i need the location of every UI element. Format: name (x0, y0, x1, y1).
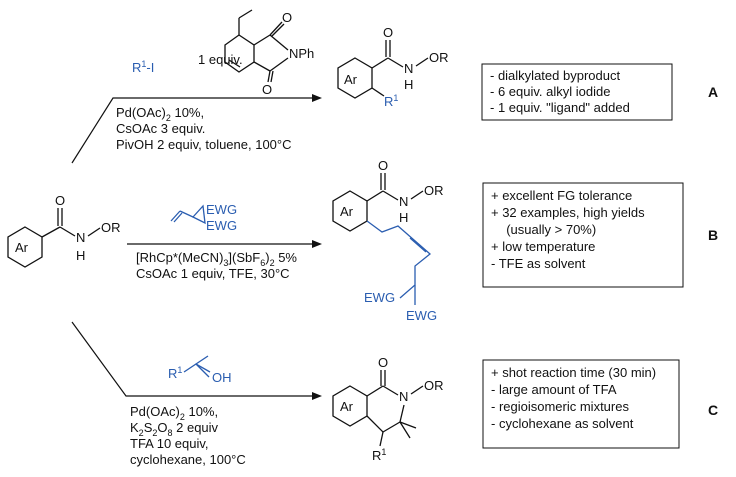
route-c-note-4: - cyclohexane as solvent (491, 416, 634, 431)
route-a-note-1: - dialkylated byproduct (490, 68, 620, 83)
route-a-cond-2: CsOAc 3 equiv. (116, 121, 205, 136)
route-c-cond-1: Pd(OAc)2 10%, (130, 404, 218, 422)
route-b-note-2: + 32 examples, high yields (491, 205, 645, 220)
route-c-cond-4: cyclohexane, 100°C (130, 452, 246, 467)
start-n-label: N (76, 230, 85, 245)
route-a-note-2: - 6 equiv. alkyl iodide (490, 84, 610, 99)
route-c-arrow (71, 321, 318, 397)
product-b-ewg-1: EWG (364, 290, 395, 305)
alcohol-oh: OH (212, 370, 232, 385)
start-o-label: O (55, 193, 65, 208)
product-a: Ar O N H OR R1 (337, 25, 449, 109)
route-a-label: A (708, 84, 718, 100)
route-a-arrow (71, 97, 318, 164)
route-b: EWG EWG [RhCp*(MeCN)3](SbF6)2 5% CsOAc 1… (127, 158, 718, 323)
product-c-or: OR (424, 378, 444, 393)
route-a-notes-box (481, 63, 673, 121)
route-c: R1 OH Pd(OAc)2 10%, K2S2O8 2 equiv TFA 1… (71, 321, 718, 467)
route-b-note-4: + low temperature (491, 239, 595, 254)
route-a-cond-1: Pd(OAc)2 10%, (116, 105, 204, 123)
route-c-notes-box (482, 359, 680, 449)
route-a-cond-3: PivOH 2 equiv, toluene, 100°C (116, 137, 292, 152)
vcp-ewg-2: EWG (206, 218, 237, 233)
route-b-notes-box (482, 182, 684, 288)
norbornene-imide: O NPh O 1 equiv. (198, 9, 314, 97)
product-b: Ar O N H OR EWG EWG (332, 158, 444, 323)
product-c-ar: Ar (340, 399, 354, 414)
route-b-note-3: (usually > 70%) (499, 222, 596, 237)
product-a-ar: Ar (344, 72, 358, 87)
product-b-or: OR (424, 183, 444, 198)
product-b-o: O (378, 158, 388, 173)
start-ar-label: Ar (15, 240, 29, 255)
product-a-r1: R1 (384, 93, 398, 109)
route-a-reagent: R1-I (132, 59, 154, 75)
imide-nph: NPh (289, 46, 314, 61)
route-c-note-1: + shot reaction time (30 min) (491, 365, 656, 380)
product-b-n: N (399, 194, 408, 209)
route-c-note-3: - regioisomeric mixtures (491, 399, 629, 414)
route-b-label: B (708, 227, 718, 243)
product-b-ar: Ar (340, 204, 354, 219)
alcohol-r1: R1 (168, 365, 182, 381)
starting-material: Ar O N H OR (7, 193, 121, 268)
route-b-cond-2: CsOAc 1 equiv, TFE, 30°C (136, 266, 290, 281)
product-a-h: H (404, 77, 413, 92)
route-a: O NPh O 1 equiv. R1-I Pd(OAc)2 10%, CsOA… (71, 9, 718, 164)
product-a-o: O (383, 25, 393, 40)
start-h-label: H (76, 248, 85, 263)
route-c-label: C (708, 402, 718, 418)
product-c-n: N (399, 389, 408, 404)
route-b-note-5: - TFE as solvent (491, 256, 586, 271)
vcp-ewg-1: EWG (206, 202, 237, 217)
product-b-ewg-2: EWG (406, 308, 437, 323)
route-a-note-3: - 1 equiv. "ligand" added (490, 100, 630, 115)
route-c-note-2: - large amount of TFA (491, 382, 617, 397)
product-c-r1: R1 (372, 447, 386, 463)
vinylcyclopropane: EWG EWG (170, 202, 237, 233)
route-c-cond-3: TFA 10 equiv, (130, 436, 209, 451)
route-c-cond-2: K2S2O8 2 equiv (130, 420, 219, 438)
norbornene-equiv: 1 equiv. (198, 52, 243, 67)
product-a-or: OR (429, 50, 449, 65)
product-c: Ar O N OR R1 (332, 355, 444, 463)
product-a-n: N (404, 61, 413, 76)
start-or-label: OR (101, 220, 121, 235)
product-c-o: O (378, 355, 388, 370)
route-b-note-1: + excellent FG tolerance (491, 188, 632, 203)
product-b-h: H (399, 210, 408, 225)
imide-o-top: O (282, 10, 292, 25)
route-b-cond-1: [RhCp*(MeCN)3](SbF6)2 5% (136, 250, 297, 268)
alcohol-reagent: R1 OH (168, 355, 232, 385)
imide-o-bottom: O (262, 82, 272, 97)
